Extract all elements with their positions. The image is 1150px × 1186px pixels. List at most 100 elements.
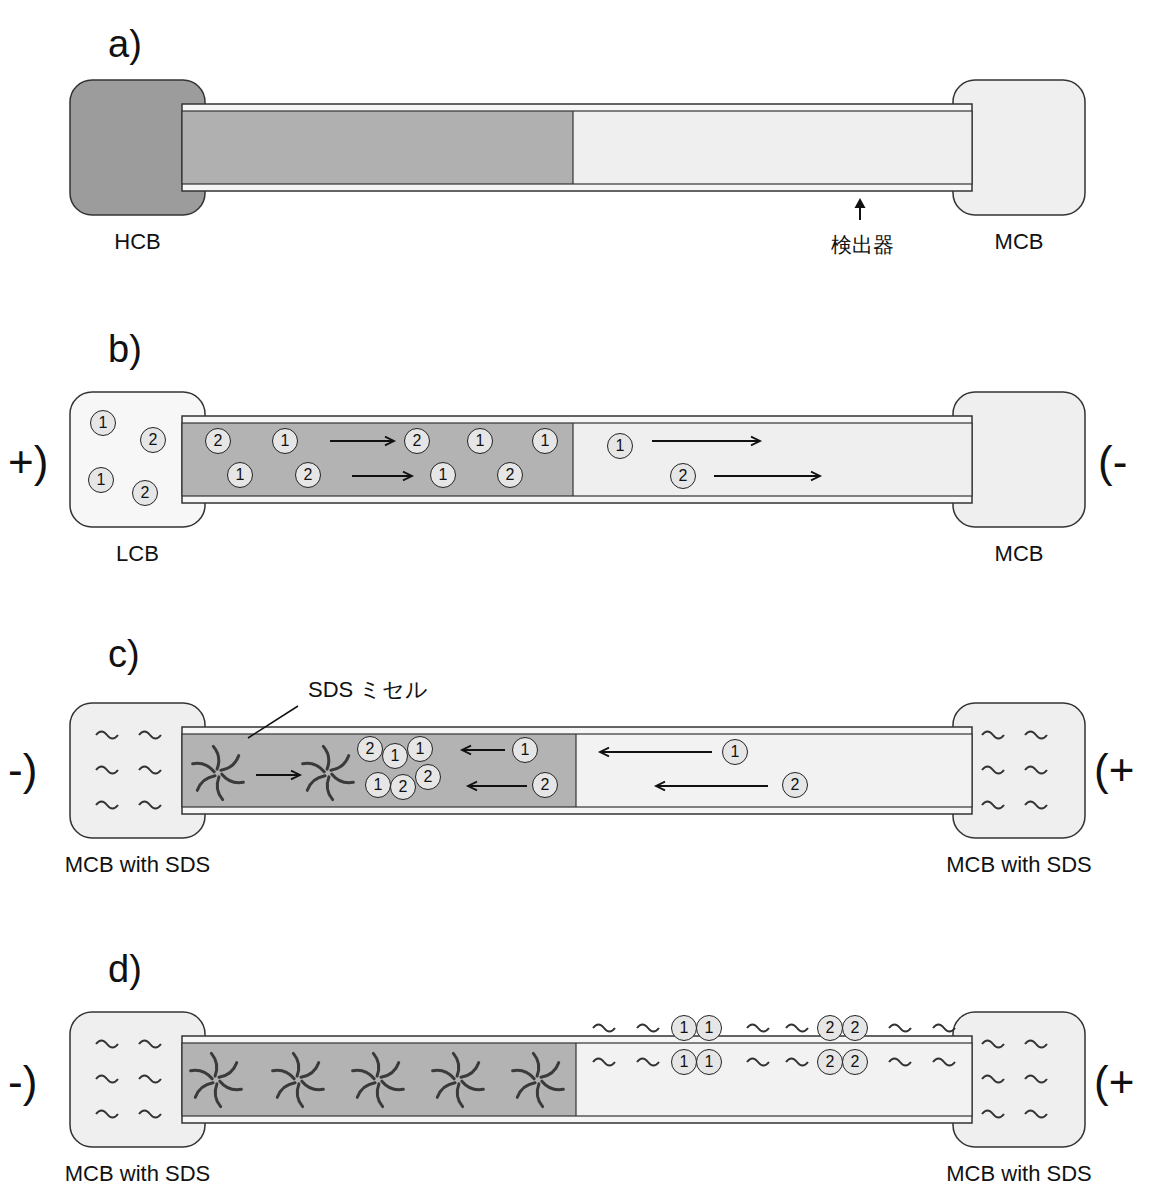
analyte-number: 1 [97,472,106,488]
analyte-number: 2 [413,433,422,449]
migration-arrow [656,782,768,791]
sds-monomer [139,802,161,809]
leader-line [248,706,298,738]
sds-monomer [593,1025,615,1032]
detector-arrow [855,198,866,220]
analyte-circle: 2 [205,428,231,454]
sds-monomer [1025,732,1047,739]
analyte-number: 2 [826,1020,835,1036]
sds-monomer [139,1041,161,1048]
analyte-number: 1 [616,438,625,454]
sds-monomer [889,1059,911,1066]
buffer-reservoir: HCB [70,80,205,215]
sds-monomer [96,1041,118,1048]
analyte-number: 2 [399,779,408,795]
sds-micelle [433,1053,484,1106]
analyte-circle: 2 [842,1015,868,1041]
analyte-number: 1 [236,467,245,483]
buffer-reservoir: LCB1212 [70,392,205,527]
analyte-circle: 1 [430,462,456,488]
analyte-circle: 1 [382,743,408,769]
analyte-circle: 1 [671,1015,697,1041]
analyte-number: 1 [439,467,448,483]
analyte-circle: 2 [817,1049,843,1075]
analyte-number: 1 [476,433,485,449]
callout-label: SDS ミセル [308,678,428,702]
analyte-number: 2 [366,741,375,757]
sds-monomer [933,1059,955,1066]
buffer-label: MCB [995,541,1044,567]
panel-letter: d) [108,949,142,991]
analyte-circle: 2 [842,1049,868,1075]
analyte-number: 2 [679,468,688,484]
sds-monomer [982,732,1004,739]
analyte-circle: 2 [670,463,696,489]
analyte-number: 2 [851,1020,860,1036]
analyte-circle: 2 [132,480,158,506]
migration-arrow [256,771,300,780]
buffer-label: HCB [114,229,160,255]
panel-letter: a) [108,24,142,66]
buffer-reservoir [953,1012,1085,1147]
analyte-number: 1 [281,433,290,449]
analyte-circle: 1 [272,428,298,454]
sds-micelle [191,1053,242,1106]
sds-monomer [96,802,118,809]
analyte-number: 2 [851,1054,860,1070]
sds-monomer [637,1025,659,1032]
sds-monomer [982,767,1004,774]
analyte-number: 1 [680,1054,689,1070]
analyte-circle: 1 [90,410,116,436]
sds-monomer [593,1059,615,1066]
sds-monomer [982,802,1004,809]
buffer-label: MCB [995,229,1044,255]
sds-micelle [193,746,244,799]
analyte-number: 1 [521,742,530,758]
capillary [182,104,972,191]
buffer-reservoir: MCB with SDS [70,703,205,838]
polarity-sign: -) [8,746,37,794]
sds-micelle [513,1053,564,1106]
sds-micelle [303,746,354,799]
panel-letter: c) [108,634,140,676]
analyte-circle: 2 [782,772,808,798]
analyte-number: 1 [705,1054,714,1070]
analyte-number: 1 [731,744,740,760]
sds-micelle [273,1053,324,1106]
callout-label: 検出器 [831,233,894,256]
sds-monomer [1025,1111,1047,1118]
migration-arrow [714,472,820,481]
sds-monomer [786,1059,808,1066]
sds-monomer [96,732,118,739]
buffer-label: MCB with SDS [65,1161,210,1186]
analyte-number: 2 [149,432,158,448]
capillary [182,727,972,814]
buffer-reservoir: MCB [953,80,1085,215]
analyte-circle: 1 [532,428,558,454]
sds-monomer [139,767,161,774]
analyte-circle: 2 [295,462,321,488]
sds-monomer [933,1025,955,1032]
sds-monomer [1025,1041,1047,1048]
polarity-sign: -) [8,1058,37,1106]
sds-monomer [96,767,118,774]
sds-monomer [96,1111,118,1118]
analyte-number: 2 [214,433,223,449]
sds-monomer [637,1059,659,1066]
buffer-reservoir: MCB [953,392,1085,527]
analyte-number: 2 [791,777,800,793]
analyte-circle: 2 [532,772,558,798]
capillary [182,416,972,503]
analyte-circle: 1 [722,739,748,765]
buffer-label: MCB with SDS [946,1161,1091,1186]
analyte-number: 1 [541,433,550,449]
migration-arrow [600,748,712,757]
sds-monomer [96,1076,118,1083]
analyte-circle: 1 [88,467,114,493]
buffer-reservoir: MCB with SDS [953,1012,1085,1147]
polarity-sign: +) [8,438,48,486]
sds-monomer [1025,802,1047,809]
sds-monomer [139,1076,161,1083]
buffer-reservoir: MCB with SDS [953,703,1085,838]
analyte-number: 1 [680,1020,689,1036]
